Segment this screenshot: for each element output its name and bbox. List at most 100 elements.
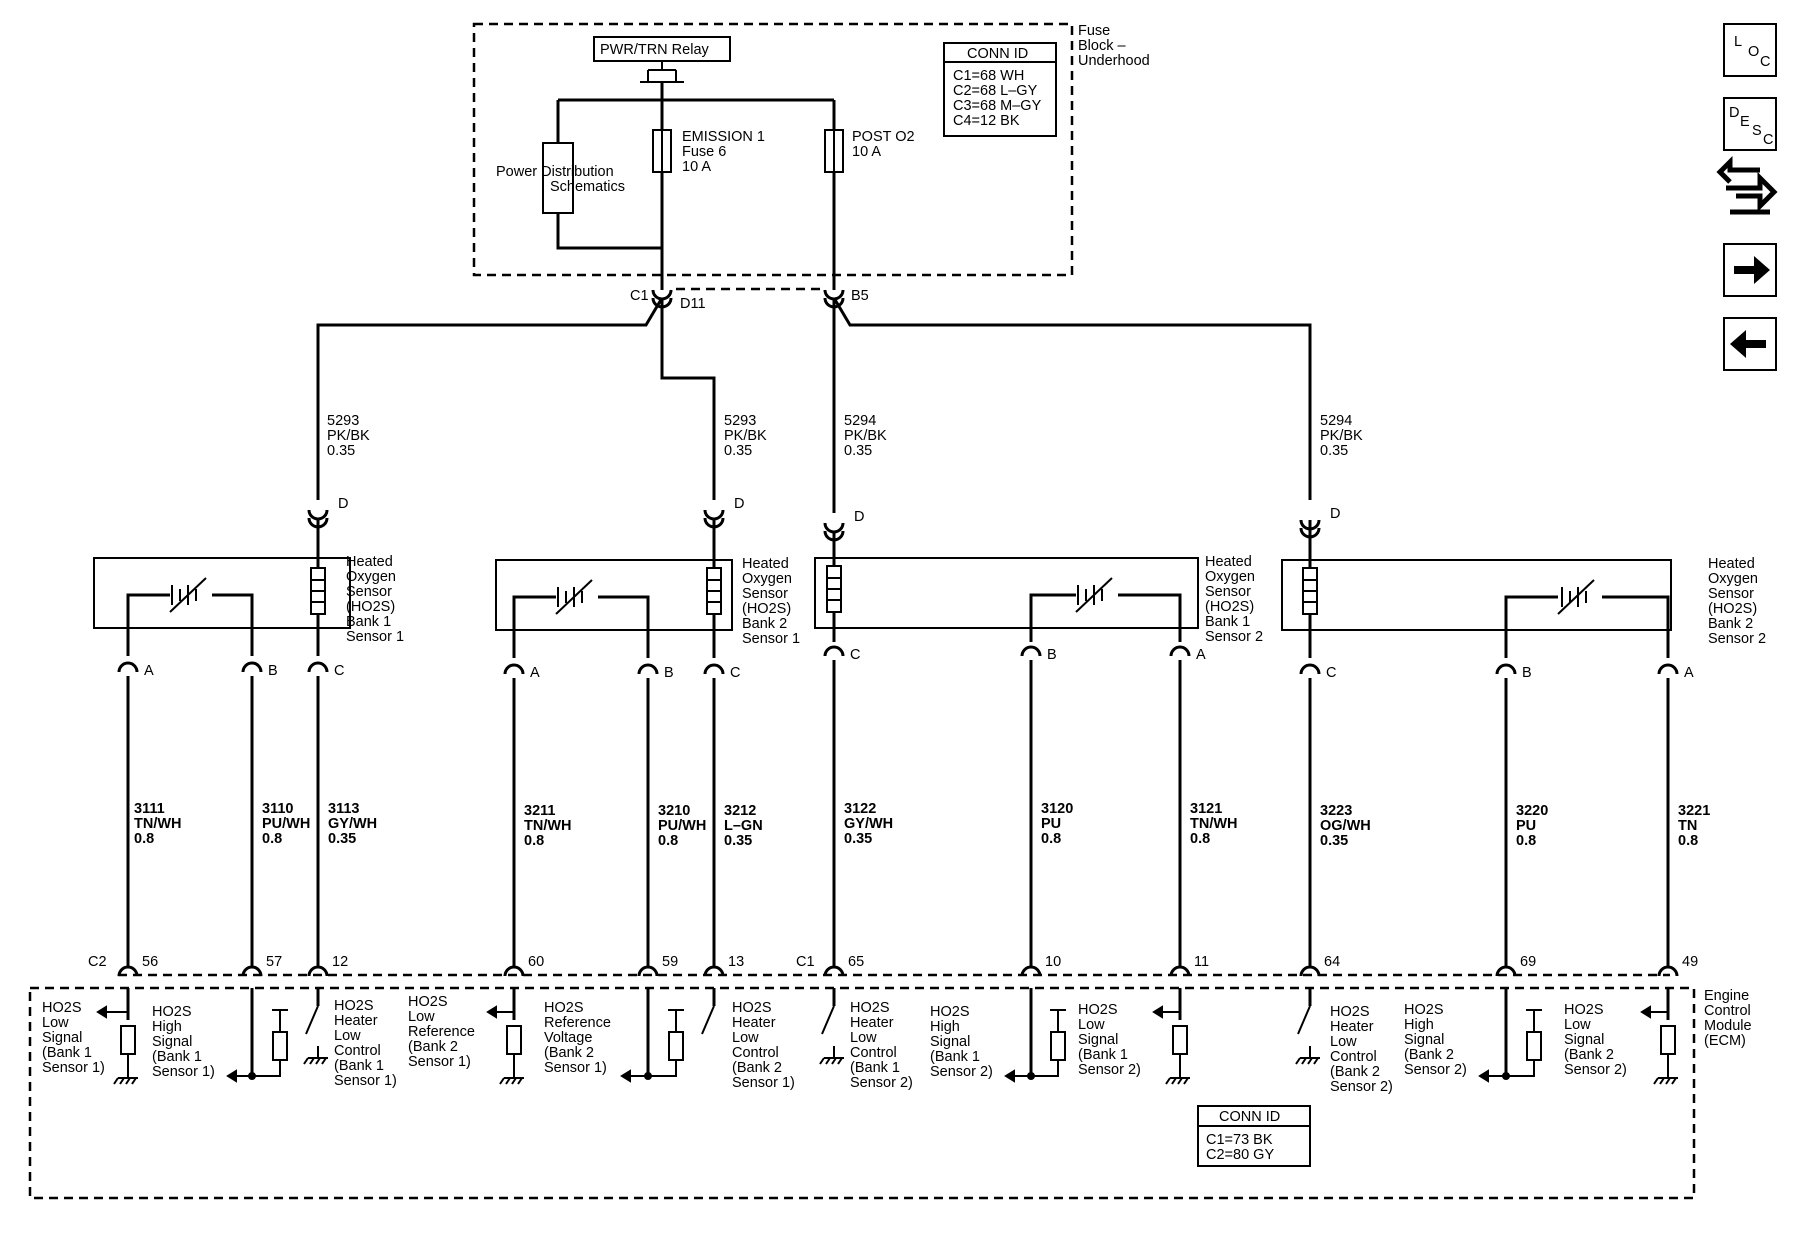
fuse-conn-id-title: CONN ID <box>967 46 1028 62</box>
ecm-pin-10-label: 64 <box>1324 954 1340 970</box>
ecm-pin-6 <box>703 965 725 977</box>
signal-wire-1-gauge: 0.8 <box>134 831 154 847</box>
ecm-function-6-line-4: Control <box>732 1045 779 1061</box>
feed-wire-4-line-2: PK/BK <box>1320 428 1363 444</box>
ecm-outline <box>28 986 1696 1200</box>
ecm-pin-11 <box>1495 965 1517 977</box>
loc-icon[interactable]: L O C <box>1734 34 1770 70</box>
ecm-function-4-line-3: Reference <box>408 1024 475 1040</box>
sensor-1-pin-1 <box>117 661 139 673</box>
ecm-label-line-2: Control <box>1704 1003 1751 1019</box>
sensor-2-label-line-4: (HO2S) <box>742 601 791 617</box>
ecm-function-3-line-4: Control <box>334 1043 381 1059</box>
fuse-connector-b5 <box>823 289 845 309</box>
sensor-2-label-line-1: Heated <box>742 556 789 572</box>
ecm-label-line-3: Module <box>1704 1018 1752 1034</box>
prev-icon-frame <box>1723 317 1777 371</box>
signal-wire-9-circuit: 3121 <box>1190 801 1222 817</box>
ecm-function-11-line-3: Signal <box>1404 1032 1444 1048</box>
ecm-pin-12-label: 49 <box>1682 954 1698 970</box>
sensor-1-pin-d <box>307 509 329 529</box>
next-arrow-icon[interactable] <box>1734 256 1770 284</box>
sensor-1-pin-d-label: D <box>338 496 348 512</box>
fuse-conn-id-line-3: C3=68 M–GY <box>953 98 1042 114</box>
next-icon-frame <box>1723 243 1777 297</box>
ecm-function-10-line-5: (Bank 2 <box>1330 1064 1380 1080</box>
diagram-lines <box>28 22 1777 1200</box>
ecm-function-8-line-4: (Bank 1 <box>930 1049 980 1065</box>
desc-icon[interactable]: D E S C <box>1729 105 1773 148</box>
sensor-1-pin-2-label: B <box>268 663 278 679</box>
feed-wire-2-line-3: 0.35 <box>724 443 752 459</box>
ecm-function-1-line-3: Signal <box>42 1030 82 1046</box>
ecm-connector-c1-label: C1 <box>796 954 815 970</box>
signal-wire-8-gauge: 0.8 <box>1041 831 1061 847</box>
sensor-4-pin-1-label: C <box>1326 665 1336 681</box>
feed-wire-1-line-3: 0.35 <box>327 443 355 459</box>
signal-wire-11-circuit: 3220 <box>1516 803 1548 819</box>
ecm-label-line-4: (ECM) <box>1704 1033 1746 1049</box>
ecm-function-10-line-1: HO2S <box>1330 1004 1370 1020</box>
ecm-function-7-line-6: Sensor 2) <box>850 1075 913 1091</box>
ecm-function-12-line-4: (Bank 2 <box>1564 1047 1614 1063</box>
sensor-4-pin-2 <box>1495 663 1517 675</box>
ecm-pin-11-label: 69 <box>1520 954 1536 970</box>
ecm-pin-8-label: 10 <box>1045 954 1061 970</box>
desc-icon-frame <box>1723 97 1777 151</box>
desc-letter-2: E <box>1740 114 1750 130</box>
signal-wire-7-gauge: 0.35 <box>844 831 872 847</box>
signal-wire-10-circuit: 3223 <box>1320 803 1352 819</box>
ecm-pin-3 <box>307 965 329 977</box>
sensor-3-pin-3 <box>1169 645 1191 657</box>
ecm-function-8-line-1: HO2S <box>930 1004 970 1020</box>
ecm-conn-id-box <box>1197 1105 1311 1167</box>
sensor-box-b2s2 <box>1281 559 1672 631</box>
ecm-function-12-line-2: Low <box>1564 1017 1591 1033</box>
signal-wire-10-color: OG/WH <box>1320 818 1371 834</box>
previous-arrow-icon[interactable] <box>1730 330 1766 358</box>
ecm-pin-6-label: 13 <box>728 954 744 970</box>
sensor-4-pin-3-label: A <box>1684 665 1694 681</box>
loc-letter-3: C <box>1760 54 1770 70</box>
ecm-pin-2-label: 57 <box>266 954 282 970</box>
ecm-function-9-line-5: Sensor 2) <box>1078 1062 1141 1078</box>
signal-wire-5-color: PU/WH <box>658 818 706 834</box>
feed-wire-3-line-3: 0.35 <box>844 443 872 459</box>
ecm-function-4-line-1: HO2S <box>408 994 448 1010</box>
sensor-4-pin-d-label: D <box>1330 506 1340 522</box>
ecm-pin-9 <box>1169 965 1191 977</box>
fuse1-label-line-3: 10 A <box>682 159 711 175</box>
sensor-4-pin-1 <box>1299 663 1321 675</box>
sensor-1-label-line-4: (HO2S) <box>346 599 395 615</box>
signal-wire-4-color: TN/WH <box>524 818 572 834</box>
connector-path-icon[interactable] <box>1716 155 1778 215</box>
sensor-1-label-line-3: Sensor <box>346 584 392 600</box>
ecm-function-12-line-5: Sensor 2) <box>1564 1062 1627 1078</box>
signal-wire-8-color: PU <box>1041 816 1061 832</box>
ecm-pin-8 <box>1020 965 1042 977</box>
ecm-function-7-line-1: HO2S <box>850 1000 890 1016</box>
loc-icon-frame <box>1723 23 1777 77</box>
signal-wire-9-color: TN/WH <box>1190 816 1238 832</box>
sensor-2-pin-2 <box>637 663 659 675</box>
feed-wire-1-line-1: 5293 <box>327 413 359 429</box>
ecm-function-3-line-5: (Bank 1 <box>334 1058 384 1074</box>
ecm-function-1-line-5: Sensor 1) <box>42 1060 105 1076</box>
sensor-2-pin-d <box>703 509 725 529</box>
signal-wire-11-color: PU <box>1516 818 1536 834</box>
power-distribution-block <box>542 142 574 214</box>
ecm-function-7-line-2: Heater <box>850 1015 894 1031</box>
signal-wire-2-color: PU/WH <box>262 816 310 832</box>
signal-wire-3-circuit: 3113 <box>328 801 359 817</box>
signal-wire-2-gauge: 0.8 <box>262 831 282 847</box>
ecm-pin-2 <box>241 965 263 977</box>
sensor-1-label-line-5: Bank 1 <box>346 614 391 630</box>
fuse1-label-line-1: EMISSION 1 <box>682 129 765 145</box>
connector-d11-label: D11 <box>680 296 706 312</box>
sensor-2-pin-1-label: A <box>530 665 540 681</box>
ecm-function-3-line-6: Sensor 1) <box>334 1073 397 1089</box>
signal-wire-7-circuit: 3122 <box>844 801 876 817</box>
ecm-pin-5 <box>637 965 659 977</box>
signal-wire-3-gauge: 0.35 <box>328 831 356 847</box>
ecm-function-7-line-4: Control <box>850 1045 897 1061</box>
